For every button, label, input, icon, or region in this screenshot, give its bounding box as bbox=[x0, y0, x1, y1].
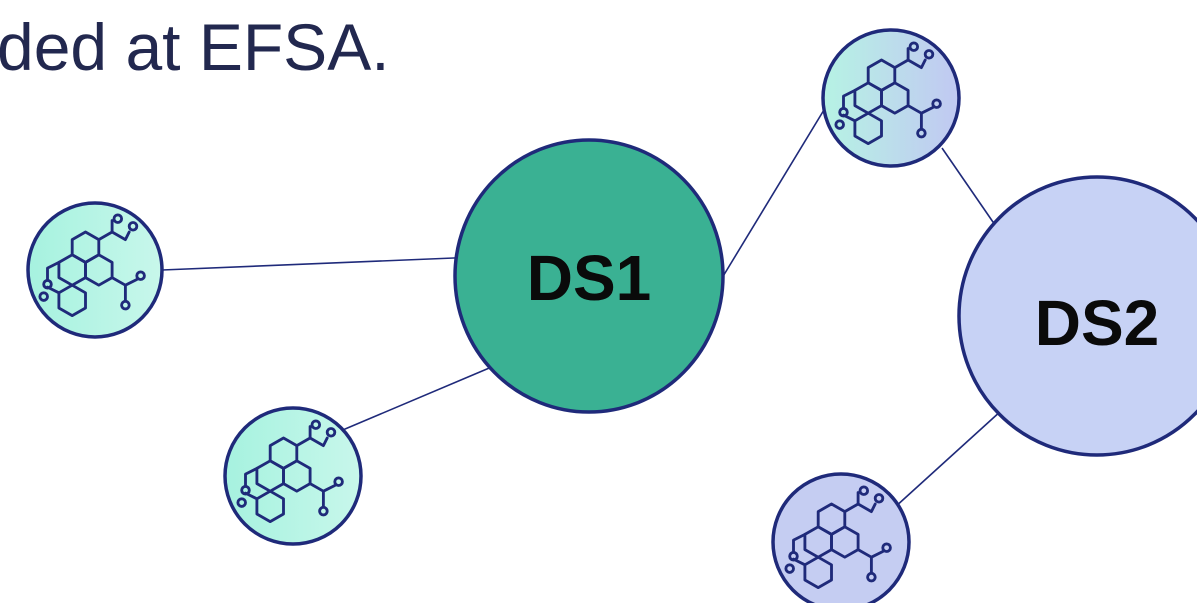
node-ds1-label: DS1 bbox=[527, 242, 652, 314]
edge-ds2-mol4 bbox=[893, 409, 1003, 509]
node-ds2-label: DS2 bbox=[1035, 287, 1160, 359]
molecule-node-3 bbox=[821, 28, 961, 168]
node-ds2: DS2 bbox=[957, 175, 1197, 457]
edge-ds1-mol3 bbox=[721, 99, 831, 279]
molecule-node-4 bbox=[771, 472, 911, 603]
edge-mol1-ds1 bbox=[161, 256, 479, 271]
molecule-node-2 bbox=[223, 406, 363, 546]
molecule-node-1 bbox=[26, 201, 164, 339]
node-ds1: DS1 bbox=[453, 138, 725, 414]
edge-mol2-ds1 bbox=[337, 365, 495, 433]
slide-heading: ded at EFSA. bbox=[0, 10, 390, 84]
